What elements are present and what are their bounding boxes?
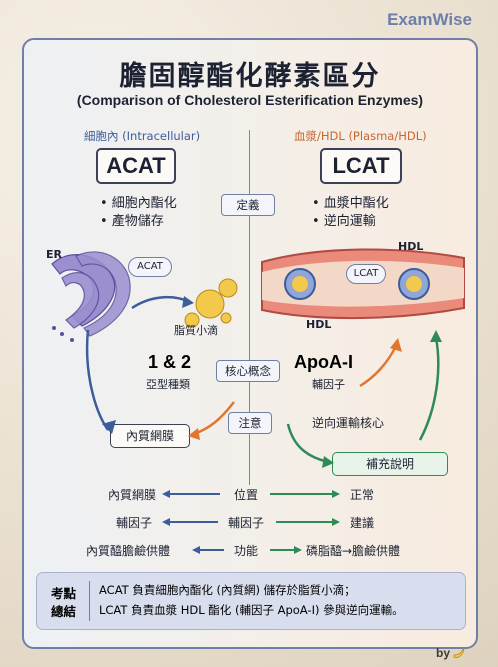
lcat-tag: LCAT bbox=[346, 264, 386, 284]
subtypes-value: 1 & 2 bbox=[148, 352, 192, 372]
lcat-title-box: LCAT bbox=[320, 148, 402, 184]
compare-row-2-right: 建議 bbox=[350, 516, 375, 530]
compare-row-3-left: 內質醯膽鹼供體 bbox=[86, 544, 171, 558]
definition-tag: 定義 bbox=[221, 194, 275, 216]
core-concept-tag: 核心概念 bbox=[216, 360, 280, 382]
compare-row-2-left: 輔因子 bbox=[116, 516, 153, 530]
compare-row-2-center: 輔因子 bbox=[228, 516, 265, 530]
summary-label-1: 考點 bbox=[51, 586, 77, 601]
acat-bullet-2: • 產物儲存 bbox=[100, 214, 164, 229]
acat-bullet-1: • 細胞內酯化 bbox=[100, 196, 177, 211]
lcat-bullet-2: • 逆向運輸 bbox=[312, 214, 376, 229]
right-section-label: 血漿/HDL (Plasma/HDL) bbox=[294, 129, 427, 143]
summary-line-2: LCAT 負責血漿 HDL 酯化 (輔因子 ApoA-I) 參與逆向運輸。 bbox=[99, 603, 404, 617]
lipid-droplet-label: 脂質小滴 bbox=[174, 324, 218, 337]
summary-box: 考點 總結 ACAT 負責細胞內酯化 (內質網) 儲存於脂質小滴； LCAT 負… bbox=[36, 572, 466, 630]
compare-row-1-left: 內質網膜 bbox=[108, 488, 157, 502]
compare-row-1-center: 位置 bbox=[234, 488, 259, 502]
compare-row-3-center: 功能 bbox=[234, 544, 259, 558]
byline: by bbox=[435, 646, 450, 660]
compare-row-1-right: 正常 bbox=[350, 488, 375, 502]
extra-info-box: 補充說明 bbox=[332, 452, 448, 476]
summary-separator bbox=[89, 581, 90, 621]
compare-row-3-right: 磷脂醯→膽鹼供體 bbox=[306, 544, 401, 558]
er-label: ER bbox=[46, 248, 62, 261]
hdl-label-bottom: HDL bbox=[306, 318, 332, 331]
reverse-transport-core: 逆向運輸核心 bbox=[312, 416, 385, 430]
acat-title-box: ACAT bbox=[96, 148, 176, 184]
lcat-bullet-1: • 血漿中酯化 bbox=[312, 196, 389, 211]
left-section-label: 細胞內 (Intracellular) bbox=[84, 129, 201, 143]
brand-logo: ExamWise bbox=[387, 10, 472, 29]
page-subtitle: (Comparison of Cholesterol Esterificatio… bbox=[76, 92, 424, 108]
infographic-card: 膽固醇酯化酵素區分 (Comparison of Cholesterol Est… bbox=[22, 38, 478, 649]
hdl-label-top: HDL bbox=[398, 240, 424, 253]
cofactor-value: ApoA-I bbox=[294, 352, 353, 372]
acat-tag: ACAT bbox=[128, 257, 172, 277]
compare-arrows bbox=[162, 490, 340, 554]
cofactor-label: 輔因子 bbox=[312, 378, 345, 391]
center-divider bbox=[249, 130, 250, 485]
summary-label-2: 總結 bbox=[51, 604, 77, 619]
note-tag: 注意 bbox=[228, 412, 272, 434]
er-illustration bbox=[51, 251, 238, 342]
flow-arrows bbox=[85, 329, 442, 468]
banana-icon bbox=[453, 646, 465, 658]
summary-line-1: ACAT 負責細胞內酯化 (內質網) 儲存於脂質小滴； bbox=[99, 583, 356, 597]
subtypes-label: 亞型種類 bbox=[146, 378, 190, 391]
page-title: 膽固醇酯化酵素區分 bbox=[119, 61, 381, 92]
